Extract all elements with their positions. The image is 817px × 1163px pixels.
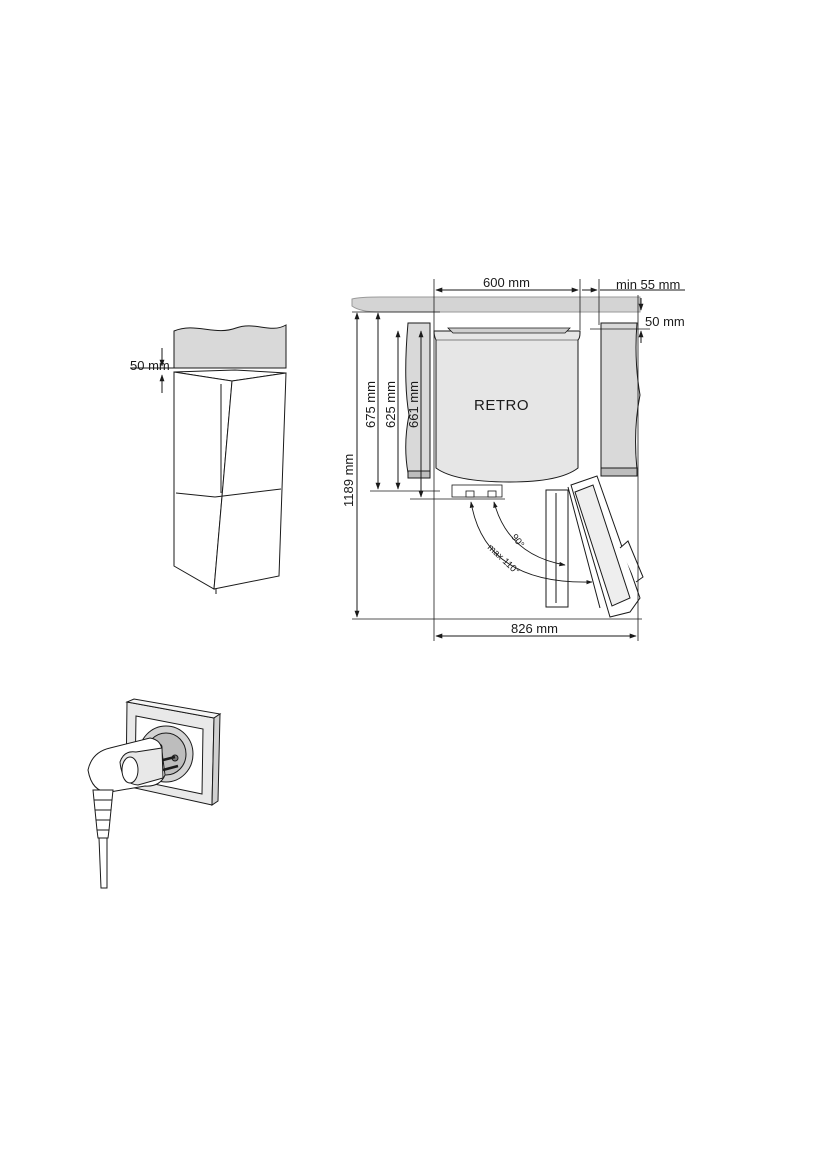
- cable: [93, 790, 113, 888]
- width-label: 600 mm: [483, 275, 530, 290]
- side-gap-label: min 55 mm: [616, 277, 680, 292]
- fridge-clearance-figure: 50 mm: [130, 325, 286, 594]
- dim-675-label: 675 mm: [363, 381, 378, 428]
- total-depth-label: 826 mm: [511, 621, 558, 636]
- angle-90-label: 90°: [509, 532, 527, 550]
- wall-strip: [352, 297, 640, 312]
- opening-angle-arcs: [471, 502, 592, 582]
- plug-socket-figure: [88, 699, 220, 888]
- door-90: [546, 490, 568, 607]
- upper-cabinet: [174, 325, 286, 368]
- top-view-figure: RETRO 90° max 110°: [341, 275, 685, 641]
- dim-625-label: 625 mm: [383, 381, 398, 428]
- door-110: [568, 476, 643, 617]
- right-cabinet: [601, 323, 640, 476]
- clearance-label: 50 mm: [130, 358, 170, 373]
- dim-1189-label: 1189 mm: [341, 454, 356, 507]
- top-gap-label: 50 mm: [645, 314, 685, 329]
- fridge-body: [174, 370, 286, 594]
- dim-661-label: 661 mm: [406, 381, 421, 428]
- brand-label: RETRO: [474, 397, 529, 414]
